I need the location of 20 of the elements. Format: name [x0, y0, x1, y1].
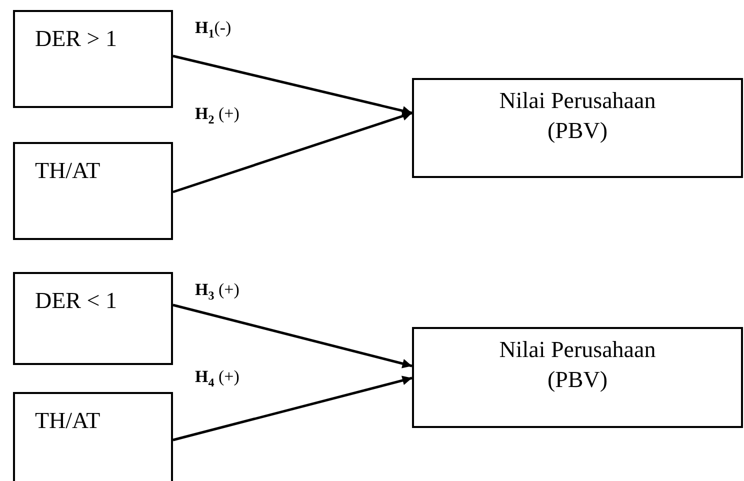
node-label: Nilai Perusahaan (PBV) — [498, 336, 657, 394]
edge-label: H$_{1}$(-) — [195, 18, 232, 42]
process-box — [13, 10, 173, 108]
edge-label: H$_{2}$ (+) — [195, 104, 240, 128]
arrow — [172, 304, 412, 368]
process-box — [412, 327, 743, 428]
process-box — [13, 272, 173, 365]
node-label: TH/AT — [35, 157, 100, 185]
arrow — [172, 111, 412, 194]
edge-label: H$_{4}$ (+) — [195, 367, 240, 390]
node-label: Nilai Perusahaan (PBV) — [498, 87, 657, 145]
node-label: DER < 1 — [35, 287, 117, 315]
process-box — [13, 142, 173, 240]
node-label: DER > 1 — [35, 25, 117, 53]
edge-label: H$_{3}$ (+) — [195, 280, 240, 304]
node-label: TH/AT — [35, 407, 100, 435]
process-box — [13, 392, 173, 481]
arrow — [172, 376, 412, 442]
arrow — [172, 54, 412, 116]
process-box — [412, 78, 743, 178]
